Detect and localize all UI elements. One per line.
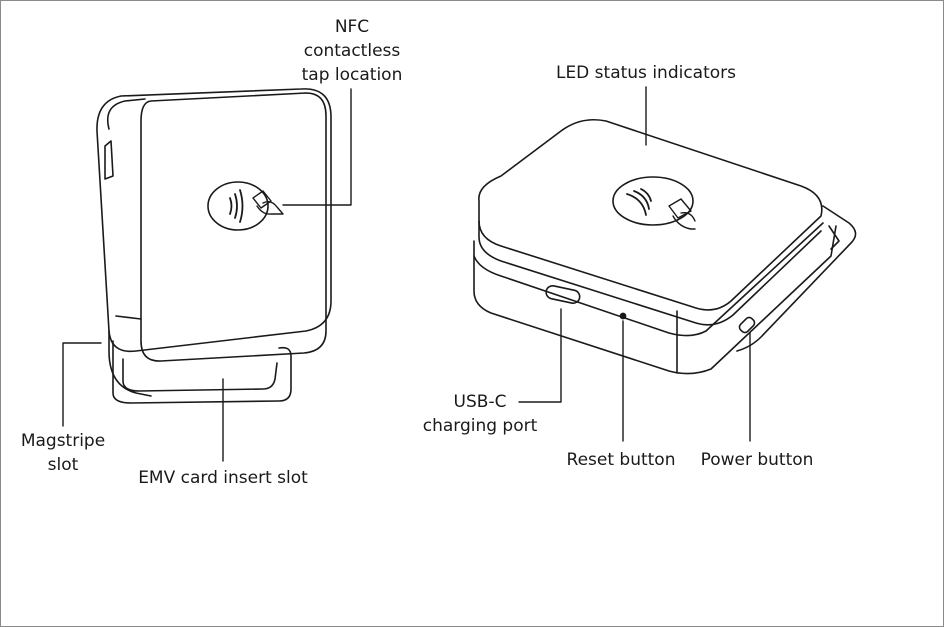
usb-c-port xyxy=(545,285,581,304)
leader-magstripe xyxy=(62,342,102,427)
usbc-label: USB-C charging port xyxy=(405,390,555,438)
rear-slot-inner xyxy=(828,225,840,250)
nfc-label: NFC contactless tap location xyxy=(287,15,417,87)
front-tap-area xyxy=(207,181,269,231)
lower-body xyxy=(473,225,837,375)
emv-label: EMV card insert slot xyxy=(123,466,323,490)
magstripe-groove xyxy=(104,140,114,180)
back-plate xyxy=(96,88,332,353)
reset-pinhole xyxy=(619,312,627,320)
body-side xyxy=(106,98,146,130)
top-shell xyxy=(478,118,823,311)
top-tap-area xyxy=(612,176,694,226)
front-contactless-waves-icon xyxy=(229,189,244,223)
power-button-graphic xyxy=(738,316,756,334)
side-seam xyxy=(115,315,142,320)
led-label: LED status indicators xyxy=(531,61,761,85)
front-view-device xyxy=(96,88,332,404)
top-contactless-waves-icon xyxy=(626,188,652,216)
top-shell-edge xyxy=(478,220,822,326)
body-seam xyxy=(473,222,824,337)
magstripe-label: Magstripe slot xyxy=(3,429,123,477)
emv-label-text: EMV card insert slot xyxy=(138,468,308,488)
top-tap-card-hand-icon xyxy=(668,198,696,230)
angled-view-device xyxy=(473,118,857,375)
power-label: Power button xyxy=(687,448,827,472)
leader-nfc xyxy=(282,88,352,206)
nfc-label-line-3: tap location xyxy=(301,65,403,85)
magstripe-label-line-1: Magstripe xyxy=(20,431,106,451)
magstripe-label-line-2: slot xyxy=(47,455,79,475)
nfc-label-line-2: contactless xyxy=(303,41,401,61)
led-label-text: LED status indicators xyxy=(555,63,737,83)
body-side-lower xyxy=(108,330,152,397)
power-label-text: Power button xyxy=(700,450,814,470)
reset-label-text: Reset button xyxy=(566,450,676,470)
leader-lines xyxy=(62,86,751,462)
front-tap-card-hand-icon xyxy=(252,190,284,215)
usbc-label-line-2: charging port xyxy=(422,416,538,436)
nfc-label-line-1: NFC xyxy=(334,17,370,37)
card-slot-inner xyxy=(122,358,278,392)
card-slot-frame xyxy=(112,340,292,404)
usbc-label-line-1: USB-C xyxy=(453,392,507,412)
front-face xyxy=(140,92,327,362)
reset-label: Reset button xyxy=(551,448,691,472)
leader-usbc xyxy=(518,308,562,403)
rear-slot-wrap xyxy=(736,205,857,352)
